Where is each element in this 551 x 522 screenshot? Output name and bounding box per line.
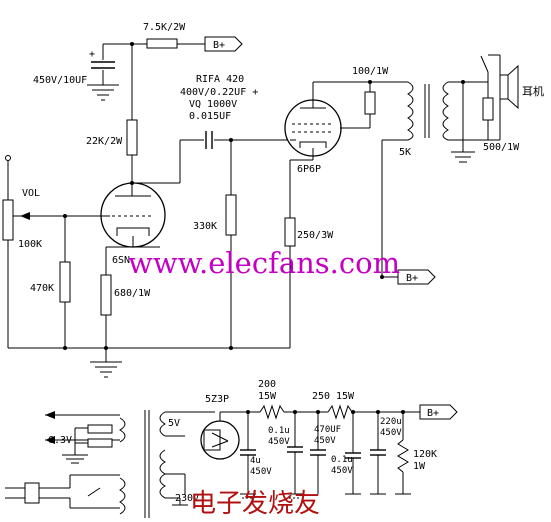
mains-switch (87, 487, 101, 497)
bplus-tag-top (204, 36, 243, 52)
svg-text:+: + (89, 49, 95, 60)
label-bplus-top: B+ (213, 40, 225, 51)
resistor-250-3w (284, 217, 296, 247)
grid-resistor-330k (225, 140, 237, 348)
label-rifa-1: RIFA 420 (196, 74, 244, 85)
label-r-250: 250/3W (297, 230, 334, 241)
resistor-7-5k (146, 38, 178, 49)
label-r-120k-b: 1W (413, 461, 426, 472)
label-bplus-psu: B+ (427, 408, 439, 419)
label-r-680: 680/1W (114, 288, 151, 299)
stage2-6p6p (284, 80, 408, 348)
label-cap-450v: 450V/10UF (33, 75, 87, 86)
pot-100k (2, 199, 14, 241)
resistor-470k (59, 261, 71, 303)
label-c-01-a2: 450V (268, 437, 290, 447)
label-speaker: 耳机 (522, 84, 544, 98)
label-r-200b: 15W (258, 391, 277, 402)
label-c-470: 470UF (314, 425, 341, 435)
label-v-230: 230V (175, 493, 199, 504)
label-r-500: 500/1W (483, 142, 520, 153)
top-supply-section: + (87, 36, 243, 190)
label-rifa-4: 0.015UF (189, 111, 231, 122)
heater-resistor-1 (87, 424, 113, 434)
label-c-4u: 4u (250, 456, 261, 466)
label-c-4u-b: 450V (250, 467, 272, 477)
output-transformer (380, 54, 519, 285)
label-tube-5z3p: 5Z3P (205, 394, 229, 405)
label-vol: VOL (22, 188, 40, 199)
power-supply (5, 404, 458, 518)
label-pot-100k: 100K (18, 239, 42, 250)
label-xfmr-5k: 5K (399, 147, 411, 158)
label-bplus-mid: B+ (406, 273, 418, 284)
label-c-01-b: 0.1u (331, 455, 353, 465)
stage1-6sn (63, 131, 290, 348)
ground-bus (8, 346, 290, 378)
label-rifa-3: VQ 1000V (189, 99, 237, 110)
label-c-220: 220u (380, 417, 402, 427)
input-terminal (5, 155, 11, 161)
label-r-120k: 120K (413, 449, 437, 460)
label-r-7-5k: 7.5K/2W (143, 22, 186, 33)
resistor-500-1w (482, 97, 494, 121)
label-c-220b: 450V (380, 428, 402, 438)
watermark-cn: 电子发烧友 (190, 489, 320, 519)
label-v-63: 6.3V (48, 435, 72, 446)
resistor-680 (100, 274, 112, 316)
label-r-330k: 330K (193, 221, 217, 232)
bplus-tag-mid (397, 269, 436, 285)
label-r-100-1w: 100/1W (352, 66, 389, 77)
label-r-470k: 470K (30, 283, 54, 294)
label-c-470b: 450V (314, 436, 336, 446)
label-r-200a: 200 (258, 379, 276, 390)
label-v-5: 5V (168, 418, 180, 429)
plug-icon (24, 482, 40, 504)
label-r-22k: 22K/2W (86, 136, 123, 147)
label-c-01-b2: 450V (331, 466, 353, 476)
label-tube-6sn: 6SN (112, 255, 130, 266)
resistor-22k (126, 119, 138, 156)
volume-input (2, 155, 71, 348)
component-labels: 7.5K/2W B+ 450V/10UF RIFA 420 400V/0.22U… (18, 22, 544, 504)
speaker-icon (499, 74, 509, 100)
watermark-url: www.elecfans.com (128, 246, 400, 280)
label-r-250b: 15W (336, 391, 355, 402)
label-r-250a: 250 (312, 391, 330, 402)
heater-resistor-2 (87, 438, 113, 448)
label-c-01-a: 0.1u (268, 426, 290, 436)
label-tube-6p6p: 6P6P (297, 164, 321, 175)
label-rifa-2: 400V/0.22UF + (180, 87, 258, 98)
bplus-tag-psu (419, 404, 458, 420)
resistor-100-1w (364, 91, 376, 115)
